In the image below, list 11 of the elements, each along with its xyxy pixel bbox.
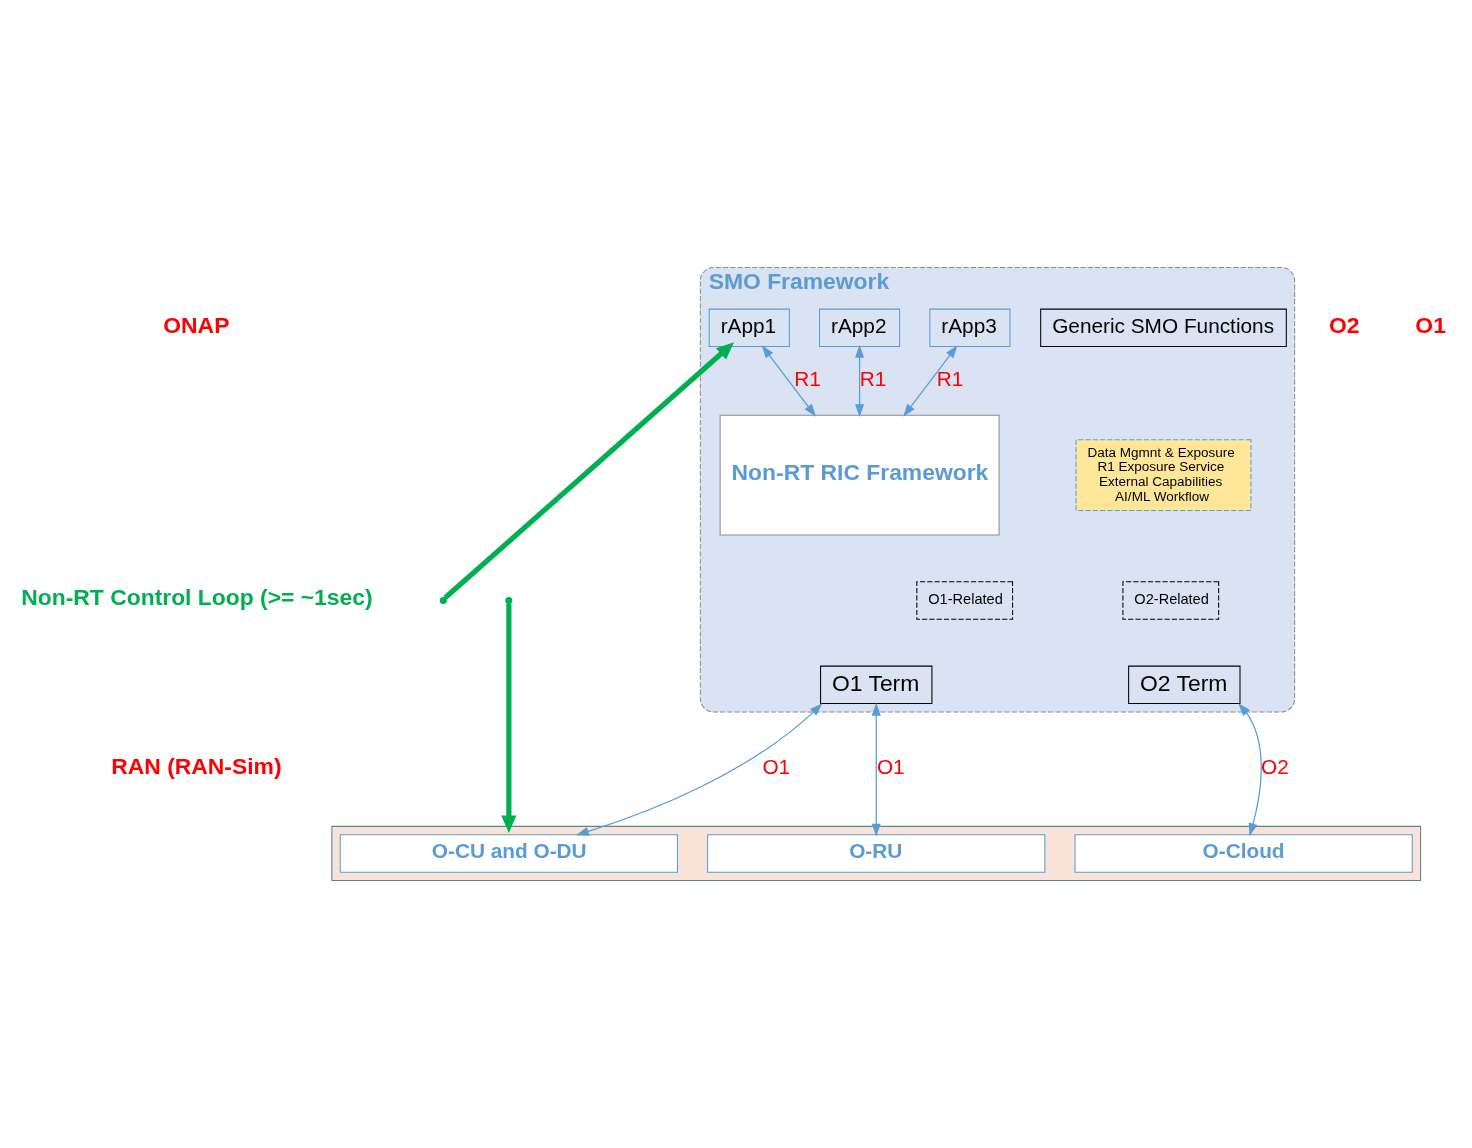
- edge-label: R1: [794, 367, 821, 391]
- edge-label: O1: [876, 755, 905, 779]
- label: O1: [1415, 311, 1446, 338]
- label: Non-RT Control Loop (>= ~1sec): [21, 584, 373, 611]
- edge-label: O1: [762, 755, 791, 779]
- edge-label: R1: [859, 367, 887, 391]
- label: O2: [1328, 311, 1360, 338]
- label: ONAP: [163, 311, 230, 338]
- edge-label: O2: [1260, 755, 1289, 779]
- edge-label: R1: [936, 367, 964, 391]
- label: RAN (RAN-Sim): [111, 752, 282, 779]
